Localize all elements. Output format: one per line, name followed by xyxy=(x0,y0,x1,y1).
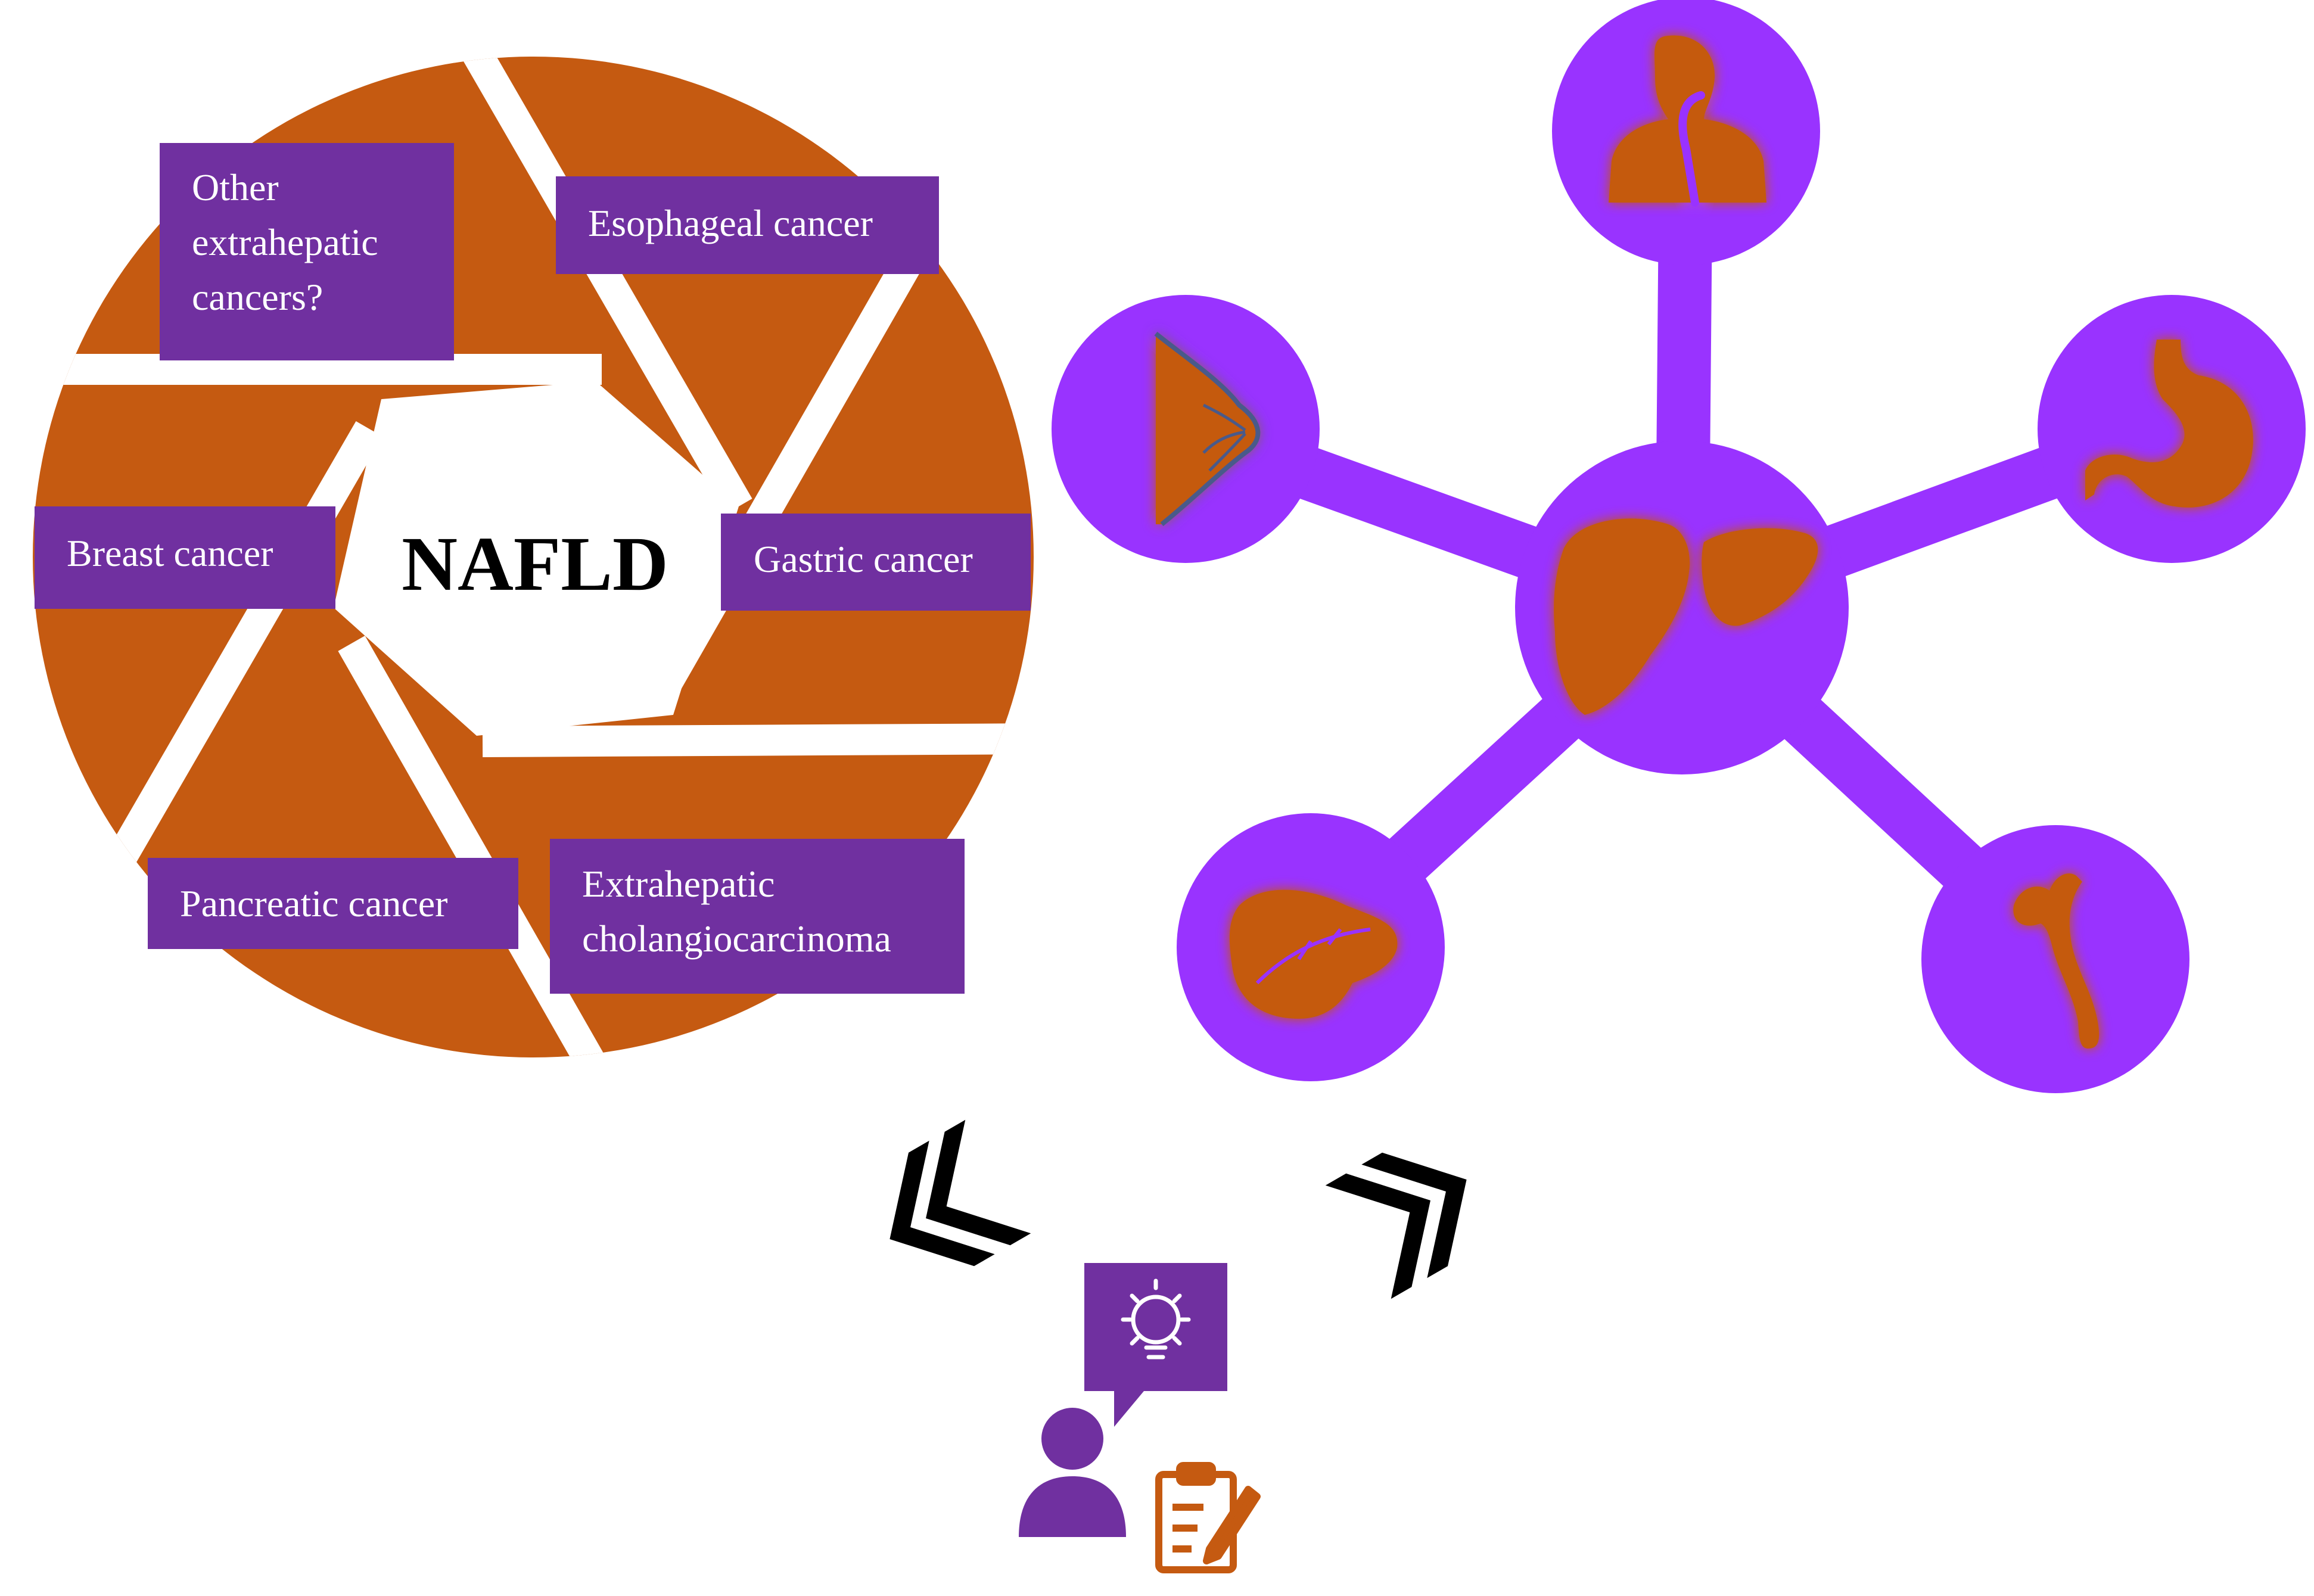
head-esophagus-icon xyxy=(1609,35,1766,207)
pancreas-icon xyxy=(1229,889,1398,1019)
label-other-line2: extrahepatic xyxy=(192,221,378,263)
double-chevron-left-icon xyxy=(889,1119,1031,1267)
double-chevron-right-icon xyxy=(1325,1152,1467,1299)
lightbulb-icon xyxy=(1121,1278,1191,1359)
bile-duct-icon xyxy=(2013,873,2100,1049)
label-extrahepatic-cholangiocarcinoma: Extrahepatic cholangiocarcinoma xyxy=(550,839,965,994)
label-gastric-cancer: Gastric cancer xyxy=(721,514,1031,611)
label-esophageal-cancer: Esophageal cancer xyxy=(556,176,939,274)
liver-icon xyxy=(1554,518,1818,715)
label-other-line3: cancers? xyxy=(192,276,323,318)
label-other-line1: Other xyxy=(192,166,279,209)
label-cholangio-line1: Extrahepatic xyxy=(582,863,775,905)
label-pancreatic-text: Pancreatic cancer xyxy=(180,882,447,925)
nafld-title: NAFLD xyxy=(402,521,668,607)
person-icon xyxy=(1019,1408,1126,1537)
label-cholangio-line2: cholangiocarcinoma xyxy=(582,917,891,960)
clipboard-edit-icon xyxy=(1155,1462,1261,1573)
breast-icon xyxy=(1154,331,1261,527)
label-breast-cancer: Breast cancer xyxy=(35,506,335,609)
label-pancreatic-cancer: Pancreatic cancer xyxy=(148,858,518,949)
label-gastric-text: Gastric cancer xyxy=(754,538,973,580)
organ-hub-network xyxy=(1052,0,2306,1093)
label-breast-text: Breast cancer xyxy=(67,532,273,574)
stomach-icon xyxy=(2085,340,2253,508)
idea-speech-bubble xyxy=(1084,1263,1227,1427)
label-esophageal-text: Esophageal cancer xyxy=(588,202,873,244)
label-other-cancers: Other extrahepatic cancers? xyxy=(160,143,454,360)
